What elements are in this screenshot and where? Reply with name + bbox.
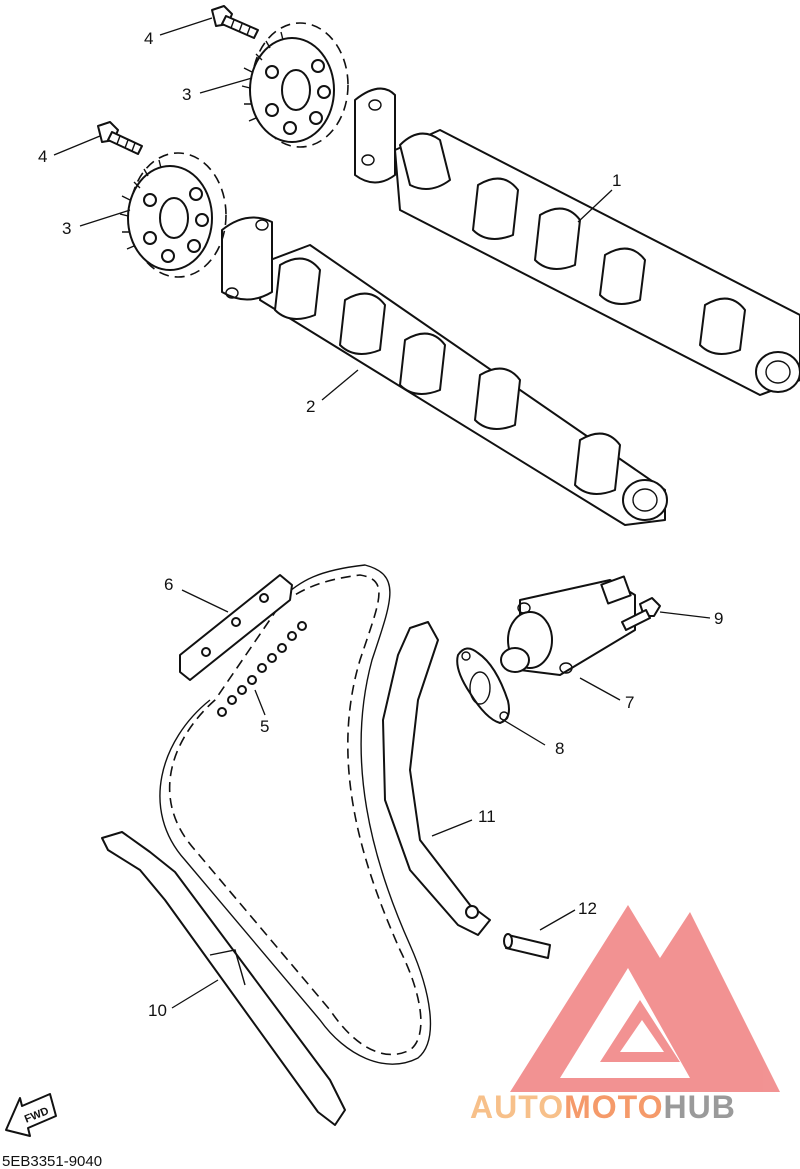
sprocket-bolt-lower	[97, 121, 143, 155]
cam-sprocket-upper	[241, 22, 349, 148]
camshaft-upper	[354, 87, 800, 396]
chain-guide-intake	[382, 621, 491, 936]
fwd-arrow: FWD	[5, 1093, 57, 1137]
watermark-hub: HUB	[663, 1089, 735, 1125]
callout-11: 11	[478, 807, 496, 826]
callout-2: 2	[306, 397, 315, 416]
callout-1: 1	[612, 171, 621, 190]
camshaft-lower	[221, 216, 668, 526]
sprocket-bolt-upper	[211, 5, 259, 39]
callout-9: 9	[714, 609, 723, 628]
callout-7: 7	[625, 693, 634, 712]
chain-guide-top	[179, 574, 293, 681]
callout-4-upper: 4	[144, 29, 153, 48]
callout-numbers: 1 2 3 3 4 4 5 6 7 8 9 10 11 12	[38, 29, 723, 1020]
callout-5: 5	[260, 717, 269, 736]
callout-3-lower: 3	[62, 219, 71, 238]
callout-6: 6	[164, 575, 173, 594]
watermark-wordmark: AUTOMOTOHUB	[470, 1089, 736, 1125]
watermark-moto: MOTO	[564, 1089, 663, 1125]
drawing-code: 5EB3351-9040	[2, 1153, 102, 1169]
chain-guide-exhaust	[101, 831, 346, 1126]
callout-leaders	[53, 17, 711, 1009]
callout-12: 12	[578, 899, 597, 918]
callout-3-upper: 3	[182, 85, 191, 104]
timing-chain	[159, 564, 432, 1065]
callout-8: 8	[555, 739, 564, 758]
chain-tensioner	[500, 575, 636, 676]
callout-4-lower: 4	[38, 147, 47, 166]
guide-pin	[503, 933, 551, 959]
svg-text:AUTOMOTOHUB: AUTOMOTOHUB	[470, 1089, 736, 1125]
chain-links	[217, 621, 307, 717]
cam-sprocket-lower	[119, 152, 227, 278]
watermark-auto: AUTO	[470, 1089, 564, 1125]
tensioner-bolt	[621, 597, 661, 631]
tensioner-gasket	[456, 647, 510, 724]
callout-10: 10	[148, 1001, 167, 1020]
watermark-logo	[510, 905, 780, 1092]
